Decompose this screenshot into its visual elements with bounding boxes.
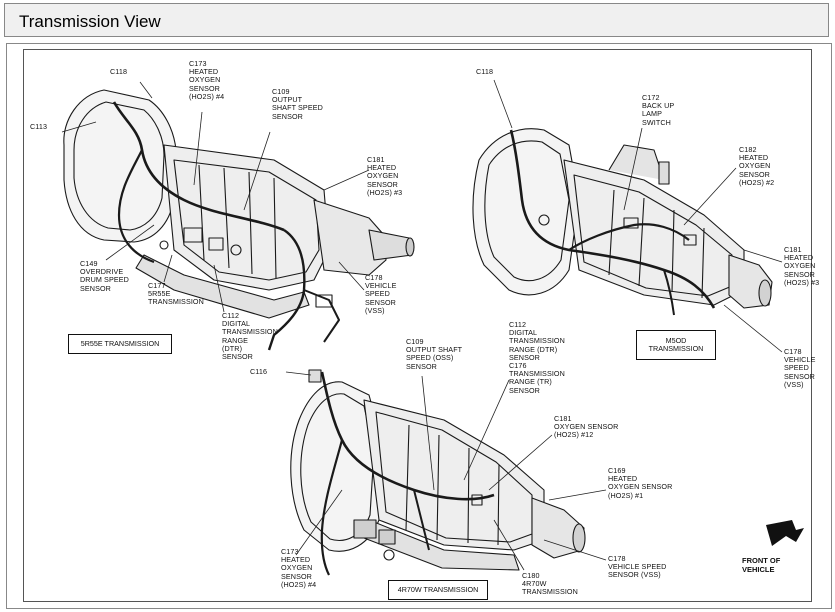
label-c172: C172 BACK UP LAMP SWITCH — [642, 93, 675, 127]
front-of-vehicle-arrow — [766, 520, 804, 546]
diagram-artwork — [61, 79, 804, 576]
label-c116: C116 — [250, 367, 268, 376]
transmission-5r55e-drawing — [63, 89, 415, 351]
label-c113: C113 — [30, 122, 48, 131]
label-c182: C182 HEATED OXYGEN SENSOR (HO2S) #2 — [739, 145, 775, 187]
label-c118-m5od: C118 — [476, 67, 494, 76]
front-of-vehicle-label: FRONT OF VEHICLE — [742, 556, 781, 574]
label-c178-5r55e: C178 VEHICLE SPEED SENSOR (VSS) — [365, 273, 397, 315]
label-c118-5r55e: C118 — [110, 67, 128, 76]
transmission-m5od-drawing — [472, 128, 773, 316]
box-m5od-transmission: M5OD TRANSMISSION — [636, 330, 716, 360]
label-c109-top: C109 OUTPUT SHAFT SPEED SENSOR — [272, 87, 323, 121]
box-5r55e-transmission: 5R55E TRANSMISSION — [68, 334, 172, 354]
window-title: Transmission View — [19, 12, 161, 31]
leader-lines — [61, 79, 783, 571]
content-panel: C118 C113 C173 HEATED OXYGEN SENSOR (HO2… — [6, 43, 832, 609]
label-c149: C149 OVERDRIVE DRUM SPEED SENSOR — [80, 259, 129, 293]
label-c177: C177 5R55E TRANSMISSION — [148, 281, 204, 307]
label-c173-bottom: C173 HEATED OXYGEN SENSOR (HO2S) #4 — [281, 547, 317, 589]
label-c181-mid: C181 OXYGEN SENSOR (HO2S) #12 — [554, 414, 619, 440]
label-c178-right: C178 VEHICLE SPEED SENSOR (VSS) — [784, 347, 816, 389]
label-c112-mid: C112 DIGITAL TRANSMISSION RANGE (DTR) SE… — [509, 320, 565, 395]
label-c112-5r55e: C112 DIGITAL TRANSMISSION RANGE (DTR) SE… — [222, 311, 278, 362]
label-c181-top: C181 HEATED OXYGEN SENSOR (HO2S) #3 — [367, 155, 403, 197]
label-c169: C169 HEATED OXYGEN SENSOR (HO2S) #1 — [608, 466, 673, 500]
transmission-diagram: C118 C113 C173 HEATED OXYGEN SENSOR (HO2… — [23, 49, 819, 602]
transmission-4r70w-drawing — [290, 369, 586, 576]
label-c181-right: C181 HEATED OXYGEN SENSOR (HO2S) #3 — [784, 245, 820, 287]
label-c180: C180 4R70W TRANSMISSION — [522, 571, 578, 597]
label-c173-top: C173 HEATED OXYGEN SENSOR (HO2S) #4 — [189, 59, 225, 101]
box-4r70w-transmission: 4R70W TRANSMISSION — [388, 580, 488, 600]
label-c109-mid: C109 OUTPUT SHAFT SPEED (OSS) SENSOR — [406, 337, 463, 371]
label-c178-bottom: C178 VEHICLE SPEED SENSOR (VSS) — [608, 554, 667, 580]
window-title-bar: Transmission View — [4, 3, 829, 37]
